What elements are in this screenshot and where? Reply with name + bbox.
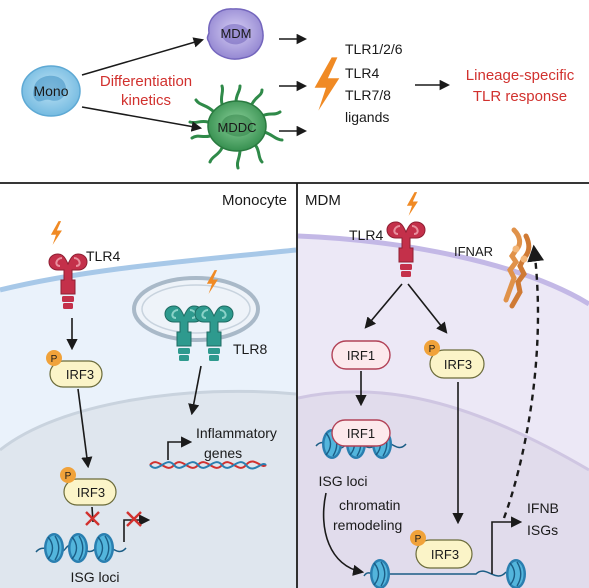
irf3-protein: P IRF3 xyxy=(424,340,485,379)
isgs-label: ISGs xyxy=(527,522,558,538)
svg-text:P: P xyxy=(65,471,72,482)
arrow-mono-to-mdm xyxy=(81,37,205,76)
phospho-label: P xyxy=(51,354,58,365)
monocyte-irf3-nuclear-label: IRF3 xyxy=(77,485,105,500)
monocyte-irf3-label: IRF3 xyxy=(66,367,94,382)
ligand-tlr126: TLR1/2/6 xyxy=(345,41,403,57)
ifnar-label: IFNAR xyxy=(454,244,493,259)
arrow-tlr8-to-genes xyxy=(188,365,202,416)
mdm-irf1-nuclear-label: IRF1 xyxy=(347,426,375,441)
mdm-isg-loci-label: ISG loci xyxy=(318,473,367,489)
mono-label: Mono xyxy=(33,83,68,99)
transcription-start-arrow xyxy=(123,514,151,542)
phospho-icon xyxy=(46,350,62,366)
ligand-tlr4: TLR4 xyxy=(345,65,379,81)
mdm-panel: MDM TLR4 IFNAR IRF1 P IRF3 xyxy=(298,184,589,588)
irf1-protein: IRF1 xyxy=(331,340,391,370)
arrow-tlr4-to-irf3 xyxy=(407,283,448,334)
phospho-icon xyxy=(60,467,76,483)
mdm-membrane xyxy=(298,233,589,307)
lightning-bolt-icon xyxy=(314,57,340,111)
arrow-tlr4-to-irf1 xyxy=(364,283,403,329)
block-x-icon xyxy=(85,511,100,526)
transcription-start-arrow xyxy=(167,436,193,460)
ligand-tlr78: TLR7/8 xyxy=(345,87,391,103)
chromatin-remodeling-arrow xyxy=(322,492,365,576)
ligands-label: ligands xyxy=(345,109,389,125)
top-panel: Mono MDM MDDC xyxy=(21,8,575,170)
tlr-response-label: TLR response xyxy=(473,88,567,105)
transcription-start-arrow xyxy=(491,516,523,574)
lineage-specific-label: Lineage-specific xyxy=(466,67,575,84)
mddc-cell: MDDC xyxy=(188,84,284,170)
remodeled-chromatin xyxy=(363,558,527,588)
chromatin-label: chromatin xyxy=(339,497,400,513)
irf1-nuclear-protein: IRF1 xyxy=(331,419,391,447)
differentiation-kinetics-line2: kinetics xyxy=(121,92,171,109)
differentiation-kinetics-line1: Differentiation xyxy=(100,73,192,90)
mdm-irf1-label: IRF1 xyxy=(347,348,375,363)
monocyte-isg-loci-label: ISG loci xyxy=(70,569,119,585)
mdm-irf3-label: IRF3 xyxy=(444,357,472,372)
irf3-nuclear-protein: P IRF3 xyxy=(60,467,117,506)
mdm-label: MDM xyxy=(220,26,251,41)
monocyte-membrane xyxy=(0,247,296,293)
phospho-icon xyxy=(410,530,426,546)
svg-text:P: P xyxy=(429,344,436,355)
phospho-icon xyxy=(424,340,440,356)
tlr8-label: TLR8 xyxy=(233,341,267,357)
monocyte-cell: Mono xyxy=(21,65,81,117)
block-x-icon xyxy=(126,511,142,527)
mdm-panel-title: MDM xyxy=(305,192,341,209)
mdm-tlr4-label: TLR4 xyxy=(349,227,383,243)
arrow-mono-to-mddc xyxy=(81,106,203,132)
irf3-protein: P IRF3 xyxy=(46,350,103,388)
isg-loci-chromatin xyxy=(35,532,127,564)
monocyte-panel-title: Monocyte xyxy=(222,192,287,209)
irf3-nuclear-protein: P IRF3 xyxy=(410,530,473,569)
dna-helix-icon xyxy=(149,460,267,470)
arrow-irf3-to-nucleus xyxy=(77,388,93,469)
mdm-cell: MDM xyxy=(206,8,264,60)
mdm-irf3-nuclear-label: IRF3 xyxy=(431,547,459,562)
genes-label: genes xyxy=(204,445,242,461)
monocyte-tlr4-label: TLR4 xyxy=(86,248,120,264)
ifnb-feedback-arrow xyxy=(502,244,544,519)
ifnb-label: IFNB xyxy=(527,500,559,516)
inflammatory-label: Inflammatory xyxy=(196,425,277,441)
mddc-label: MDDC xyxy=(218,120,257,135)
svg-text:P: P xyxy=(415,534,422,545)
monocyte-panel: Monocyte TLR4 P IRF3 P IRF3 xyxy=(0,184,296,588)
ifnar-receptor xyxy=(503,227,532,309)
remodeling-label: remodeling xyxy=(333,517,402,533)
